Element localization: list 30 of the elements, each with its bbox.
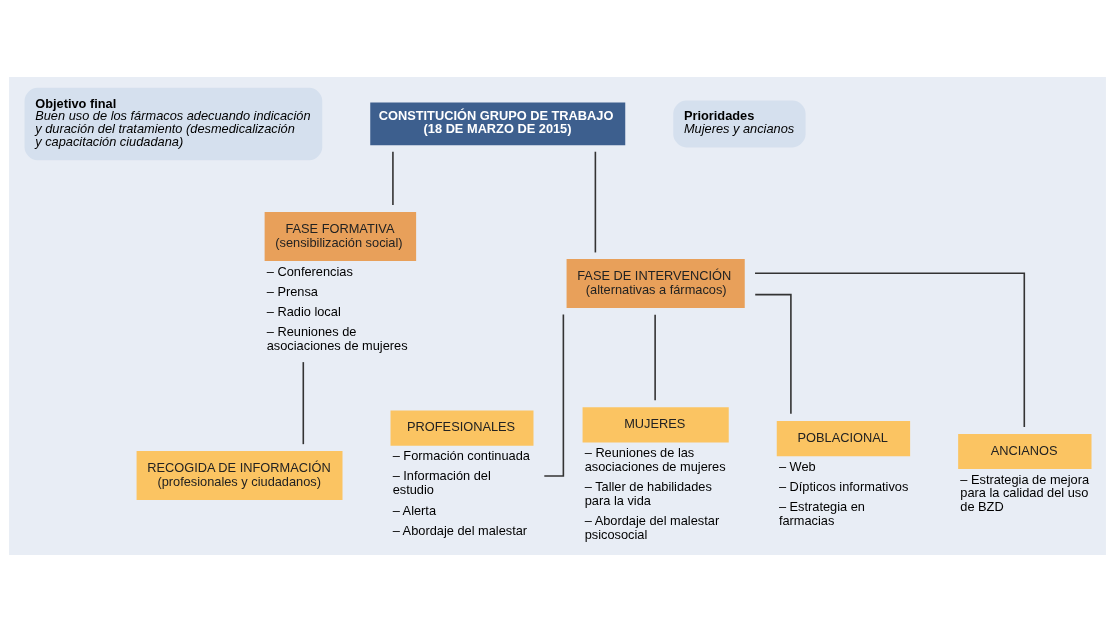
node-label: – Abordaje del malestar <box>392 522 528 538</box>
connector <box>543 313 565 477</box>
connector <box>654 313 656 402</box>
node-box: FASE DE INTERVENCIÓN (alternativas a fármacos) <box>566 258 745 308</box>
node-label: – Conferencias <box>266 263 353 279</box>
node-box: RECOGIDA DE INFORMACIÓN (profesionales y ciudadanos) <box>136 450 343 501</box>
node-box: POBLACIONAL <box>776 421 911 457</box>
node-label: – Web <box>778 458 816 474</box>
node-label: – Alerta <box>392 502 437 518</box>
connector <box>302 361 305 445</box>
connector <box>392 150 394 206</box>
node-label: – Estrategia de mejora para la calidad del uso de BZD <box>960 471 1090 515</box>
connector <box>754 293 792 415</box>
node-label: – Prensa <box>266 283 318 299</box>
node-label: – Información del estudio <box>392 468 491 498</box>
connector <box>754 272 1026 428</box>
node-label: – Estrategia en farmacias <box>778 499 865 529</box>
node-label: – Formación continuada <box>392 448 530 464</box>
node-box: MUJERES <box>582 407 729 443</box>
node-box: ANCIANOS <box>958 433 1092 470</box>
node-box: FASE FORMATIVA (sensibilización social) <box>264 211 417 262</box>
node-label: – Taller de habilidades para la vida <box>584 479 712 508</box>
node-label: – Abordaje del malestar psicosocial <box>584 513 720 543</box>
node-label: – Reuniones de asociaciones de mujeres <box>266 324 408 354</box>
node-label: – Reuniones de las asociaciones de mujeres <box>584 444 726 474</box>
connector <box>594 150 597 254</box>
node-label: – Dípticos informativos <box>778 479 909 495</box>
node-box: PROFESIONALES <box>390 410 534 446</box>
node-box: CONSTITUCIÓN GRUPO DE TRABAJO (18 DE MARZO DE 2015) <box>370 102 626 146</box>
node-label: – Radio local <box>266 304 341 320</box>
